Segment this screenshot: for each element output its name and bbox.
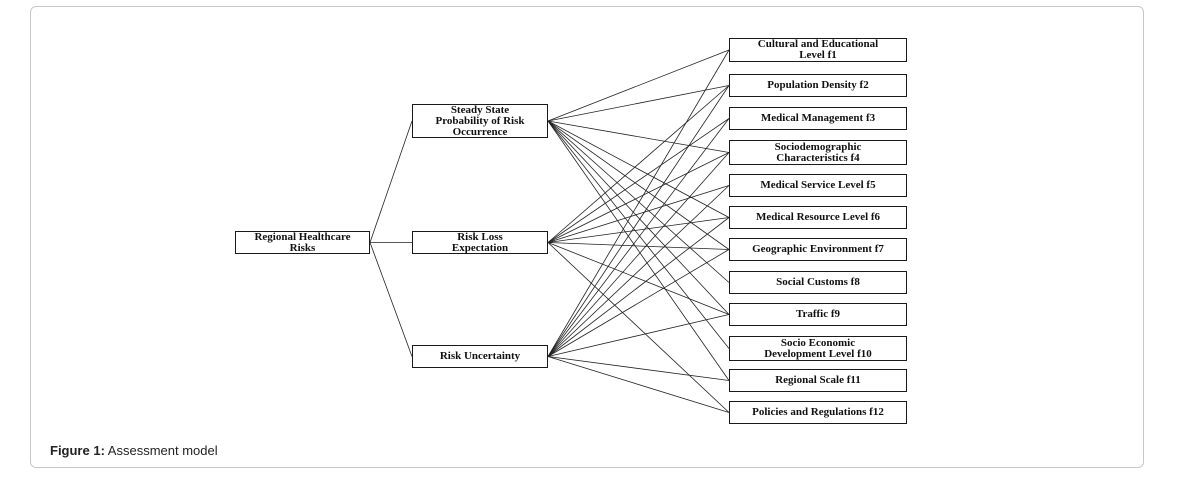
node-m2: Risk Loss Expectation	[412, 231, 548, 254]
node-m1: Steady State Probability of Risk Occurre…	[412, 104, 548, 138]
node-f7: Geographic Environment f7	[729, 238, 907, 261]
node-f4: Sociodemographic Characteristics f4	[729, 140, 907, 165]
edge-m1-f7	[547, 120, 730, 250]
edge-m2-f12	[547, 242, 730, 413]
edge-m1-f8	[547, 120, 730, 283]
caption-text: Assessment model	[104, 443, 218, 458]
caption-label: Figure 1:	[50, 443, 105, 458]
edge-m3-f9	[547, 314, 730, 357]
node-root: Regional Healthcare Risks	[235, 231, 370, 254]
edge-m1-f2	[547, 85, 730, 122]
node-f11: Regional Scale f11	[729, 369, 907, 392]
node-f10: Socio Economic Development Level f10	[729, 336, 907, 361]
edge-m1-f6	[547, 120, 730, 218]
node-f1: Cultural and Educational Level f1	[729, 38, 907, 62]
edge-m1-f11	[547, 120, 730, 381]
edge-m3-f6	[547, 217, 730, 357]
figure-caption: Figure 1: Assessment model	[50, 443, 218, 458]
edge-m2-f4	[547, 152, 730, 243]
edge-m2-f3	[547, 118, 730, 243]
node-f6: Medical Resource Level f6	[729, 206, 907, 229]
edge-m1-f10	[547, 120, 730, 349]
edge-m3-f4	[547, 152, 730, 357]
node-m3: Risk Uncertainty	[412, 345, 548, 368]
edge-m2-f2	[547, 85, 730, 243]
node-f8: Social Customs f8	[729, 271, 907, 294]
edge-root-m1	[369, 120, 413, 243]
edge-m3-f1	[547, 49, 730, 357]
node-f2: Population Density f2	[729, 74, 907, 97]
node-f3: Medical Management f3	[729, 107, 907, 130]
edge-m3-f5	[547, 185, 730, 357]
edge-m3-f2	[547, 85, 730, 357]
edge-root-m3	[369, 242, 413, 357]
node-f12: Policies and Regulations f12	[729, 401, 907, 424]
edge-m3-f7	[547, 249, 730, 357]
edge-m1-f4	[547, 120, 730, 153]
edge-m2-f5	[547, 185, 730, 243]
edge-m3-f11	[547, 356, 730, 381]
edge-m2-f9	[547, 242, 730, 315]
edge-m2-f7	[547, 242, 730, 250]
node-f5: Medical Service Level f5	[729, 174, 907, 197]
edge-m2-f6	[547, 217, 730, 243]
node-f9: Traffic f9	[729, 303, 907, 326]
edge-m3-f12	[547, 356, 730, 413]
edge-m1-f9	[547, 120, 730, 315]
edge-m3-f3	[547, 118, 730, 357]
edge-m1-f1	[547, 49, 730, 122]
